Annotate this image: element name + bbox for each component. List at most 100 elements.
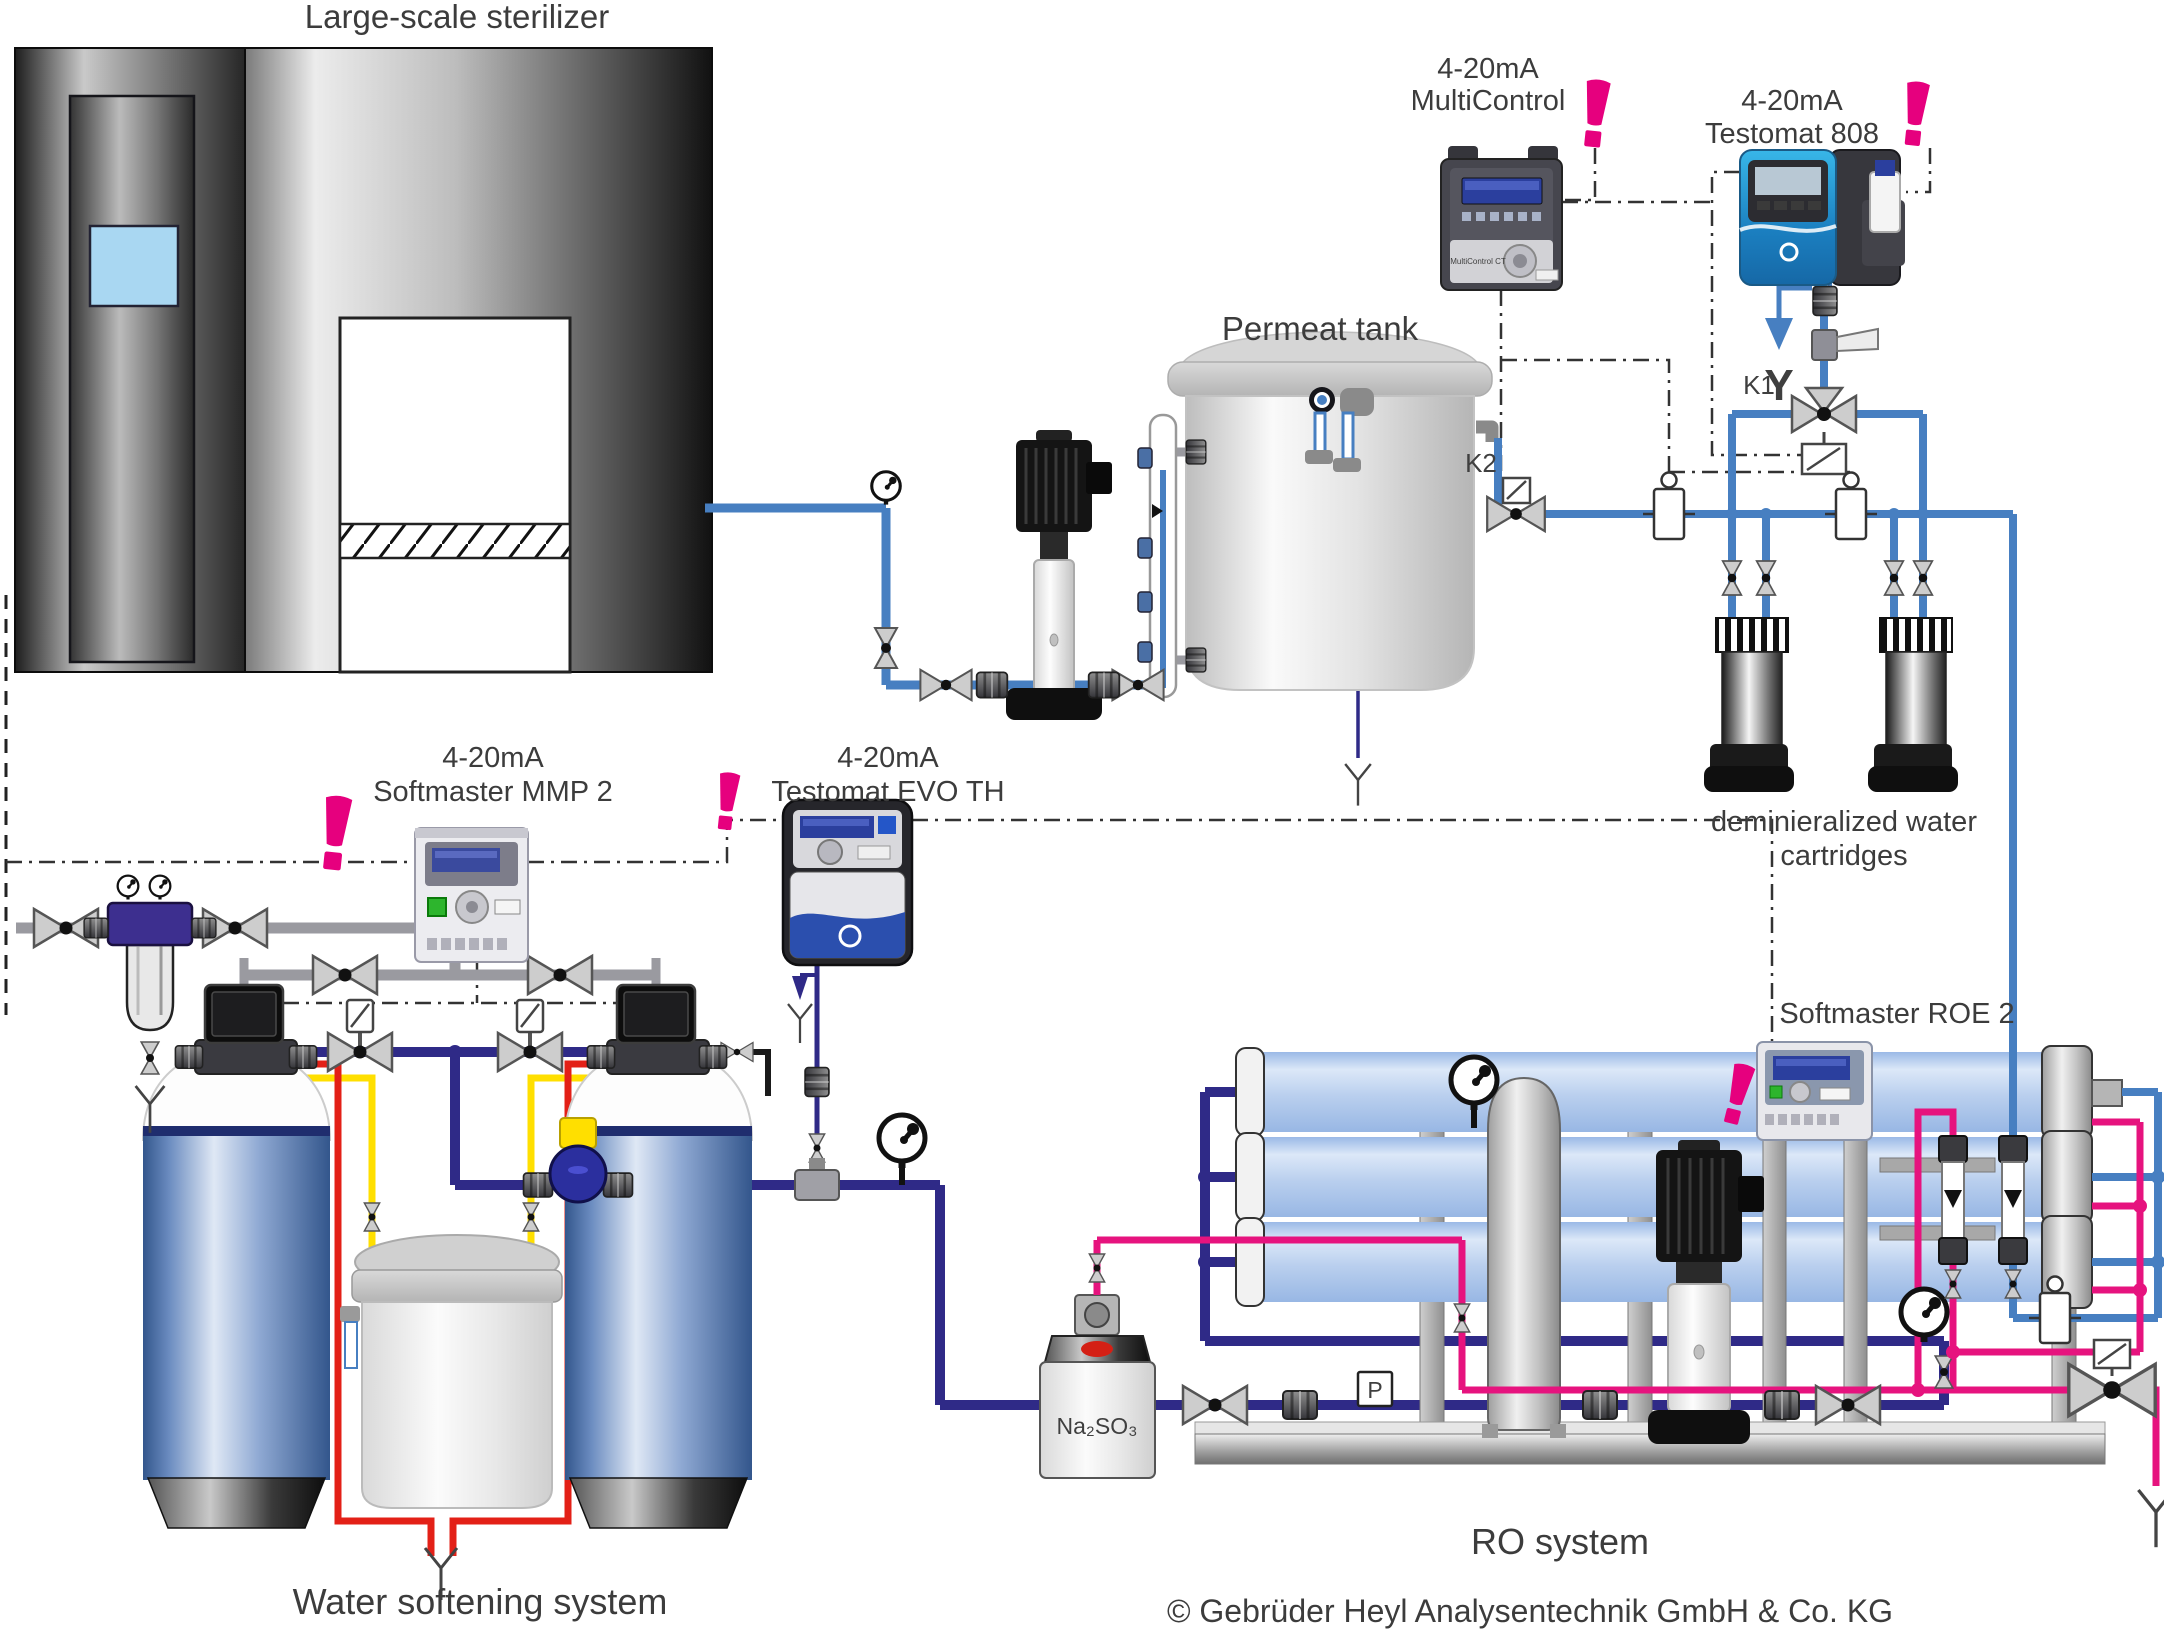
pressure-sensor-label: P [1367, 1377, 1382, 1403]
permeat-tank-label: Permeat tank [1222, 310, 1419, 347]
alert-icon [318, 794, 353, 872]
roe2-badge [1819, 1087, 1851, 1101]
feed-valve [874, 627, 898, 669]
feed-pump [1006, 430, 1112, 720]
flow-rotameter [1998, 1135, 2028, 1265]
evo-name-label: Testomat EVO TH [771, 776, 1004, 808]
multicontrol-name-label: MultiControl [1411, 85, 1566, 117]
ro-membrane-vessel [1235, 1130, 2093, 1224]
testomat808-signal-label: 4-20mA [1741, 85, 1843, 117]
softmaster-mmp2-device [414, 827, 529, 963]
mmp2-name-label: Softmaster MMP 2 [373, 776, 613, 808]
roe2-dial [1789, 1081, 1811, 1103]
cartridge-valve [1755, 560, 1777, 596]
drain-arrow-icon [1765, 318, 1793, 350]
drain-icon [786, 1002, 814, 1045]
copyright-label: © Gebrüder Heyl Analysentechnik GmbH & C… [1167, 1593, 1893, 1629]
permeat-tank [1167, 331, 1493, 691]
drain-icon [1343, 762, 1373, 807]
k2-label: K2 [1465, 448, 1497, 478]
ro-membrane-vessel [1235, 1045, 2093, 1139]
multicontrol-device: MultiControl CT [1440, 146, 1563, 291]
roe2-green-button [1769, 1085, 1783, 1099]
membrane-nipple [2091, 1079, 2123, 1107]
softener-control-head-right [606, 983, 771, 1096]
sterilizer-panel [68, 94, 196, 664]
concentrate-control-valve [2067, 1338, 2157, 1418]
evo-dial [817, 839, 843, 865]
dosing-valve [1088, 1253, 1106, 1283]
check-valve [919, 668, 973, 702]
valve-k2 [1486, 476, 1546, 533]
pre-filter [106, 874, 194, 1032]
cartridges-label-1: deminieralized water [1711, 806, 1977, 838]
brine-tank [340, 1234, 563, 1509]
testomat808-name-label: Testomat 808 [1705, 118, 1879, 150]
components: P [32, 285, 2164, 1602]
pressure-gauge-icon [879, 1115, 925, 1168]
demineralized-cartridge [1704, 617, 1794, 792]
pressure-gauge-icon [1901, 1289, 1947, 1342]
evo-badge [857, 845, 891, 860]
wire-evo-roe2 [912, 818, 1774, 1042]
sterilizer-label: Large-scale sterilizer [305, 0, 609, 35]
evo-logo-square [878, 816, 896, 834]
drain-y-label: Y [1764, 361, 1793, 410]
water-softener-tank-left [141, 1046, 332, 1529]
brine-overflow [340, 1306, 360, 1322]
k1-label: K1 [1743, 370, 1775, 400]
filter-drain-valve [140, 1041, 160, 1075]
softener-control-head-left [194, 983, 298, 1075]
flow-monitor [1823, 471, 1879, 541]
tank-outlet-elbow [1476, 420, 1499, 442]
multicontrol-face-label: MultiControl CT [1450, 257, 1506, 266]
roe2-name-label: Softmaster ROE 2 [1779, 998, 2014, 1030]
pressure-sensor: P [1356, 1370, 1394, 1408]
mmp2-signal-label: 4-20mA [442, 742, 544, 774]
na2so3-dosing-tank [1039, 1294, 1156, 1479]
cartridges-label-2: cartridges [1780, 840, 1907, 872]
concentrate-valve [1453, 1303, 1471, 1333]
pressure-gauge-icon [872, 472, 901, 505]
brine-check-valve [522, 1202, 540, 1232]
sampling-port [515, 998, 545, 1054]
raw-water-valve [526, 954, 594, 996]
demineralized-cartridge [1868, 617, 1958, 792]
wire-mmp2-heads [250, 962, 650, 1005]
na2so3-label: Na₂SO₃ [1057, 1413, 1138, 1439]
level-sensor [1137, 641, 1153, 663]
tank-probe-bracket [1340, 388, 1374, 416]
water-meter [522, 1117, 634, 1204]
ro-system-label: RO system [1471, 1521, 1649, 1562]
cartridge-valve [1883, 560, 1905, 596]
sterilizer-door-seal [338, 522, 572, 560]
alert-icon [1900, 80, 1931, 147]
flow-rotameter [1938, 1135, 1968, 1265]
wire-multicontrol-alert [1562, 148, 1597, 202]
valve-k1 [1790, 386, 1858, 476]
reagent-bottle [1869, 171, 1901, 233]
evo-signal-label: 4-20mA [837, 742, 939, 774]
wire-testomat808-alert [1906, 148, 1932, 194]
alert-icon [714, 771, 741, 831]
level-sensor [1137, 447, 1153, 469]
cartridge-valve [1912, 560, 1934, 596]
large-scale-sterilizer [14, 47, 713, 674]
ro-pump [1648, 1140, 1764, 1444]
level-sensor [1137, 537, 1153, 559]
pressure-gauge-icon [116, 874, 140, 902]
alert-icon [1580, 78, 1611, 149]
sterilizer-door [338, 316, 572, 674]
mmp2-badge [494, 899, 521, 915]
tank-probe [1313, 411, 1327, 455]
dosing-cap [1081, 1341, 1113, 1357]
evo-sample-valve [808, 1133, 826, 1163]
multicontrol-signal-label: 4-20mA [1437, 53, 1539, 85]
drain-icon [2136, 1488, 2164, 1549]
ro-feed-valve [1181, 1384, 1249, 1426]
sample-shutoff-valve [1811, 327, 1879, 361]
drain-arrow-icon [792, 976, 808, 1000]
ro-filter-vessel [1482, 1076, 1566, 1438]
tank-level-indicator [1137, 413, 1207, 699]
